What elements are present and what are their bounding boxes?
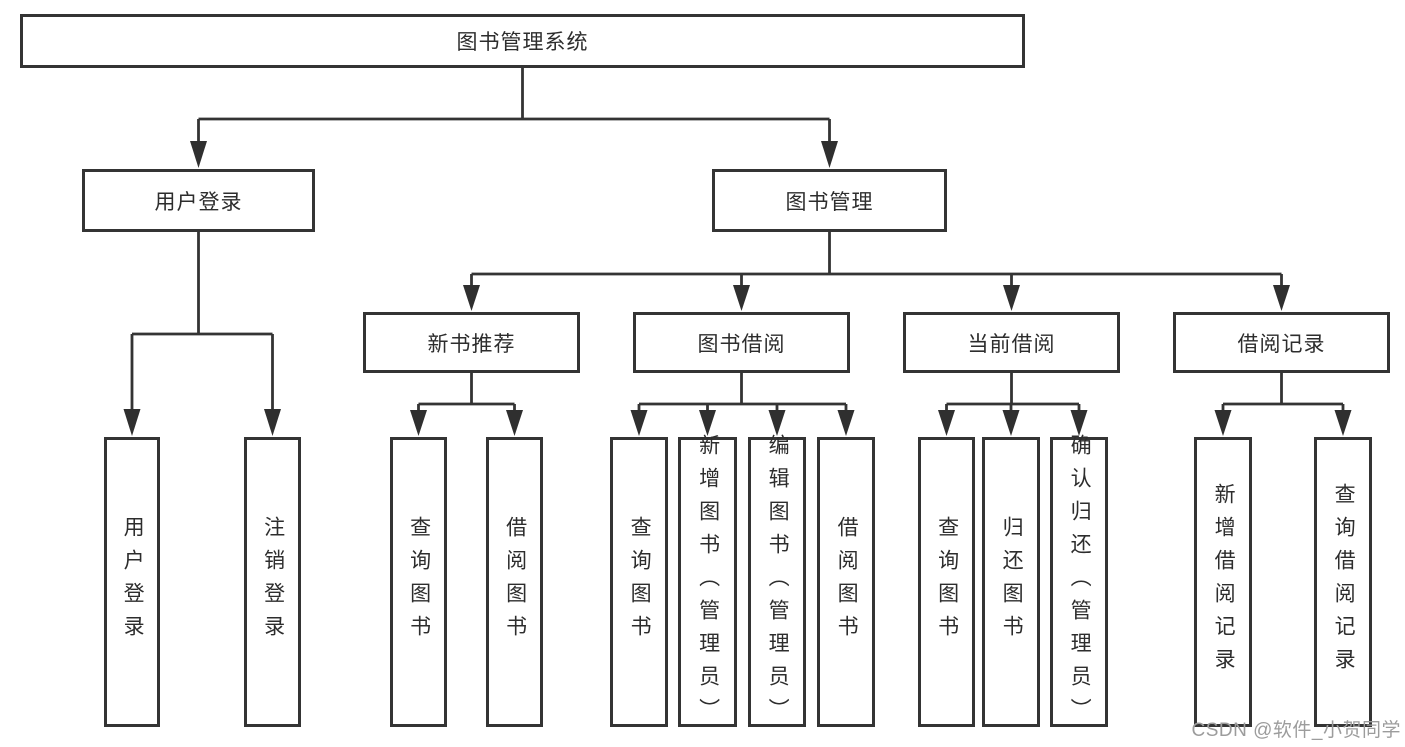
- leaf-add-borrow-record-label: 新增借阅记录: [1212, 483, 1236, 681]
- leaf-query-borrow-record-label: 查询借阅记录: [1332, 483, 1356, 681]
- leaf-return-books: 归还图书: [982, 437, 1040, 727]
- node-user-login: 用户登录: [82, 169, 315, 232]
- connector-book-borrowing-to-leaves: [630, 373, 855, 436]
- leaf-add-book-admin: 新增图书（管理员）: [678, 434, 737, 731]
- connector-root-to-level2: [190, 68, 838, 168]
- leaf-logout-login-label: 注销登录: [261, 516, 285, 648]
- node-current-borrowing-label: 当前借阅: [967, 332, 1056, 356]
- node-book-management-label: 图书管理: [785, 190, 874, 214]
- connector-new-book-recommend-to-leaves: [410, 373, 523, 436]
- node-book-borrowing: 图书借阅: [633, 312, 850, 373]
- leaf-logout-login: 注销登录: [244, 437, 301, 727]
- leaf-confirm-return-admin: 确认归还（管理员）: [1050, 434, 1108, 731]
- leaf-borrow-books-1-label: 借阅图书: [503, 516, 527, 648]
- connector-user-login-to-leaves: [123, 232, 281, 436]
- node-borrowing-records-label: 借阅记录: [1237, 332, 1326, 356]
- leaf-query-books-3-label: 查询图书: [935, 516, 959, 648]
- leaf-query-borrow-record: 查询借阅记录: [1314, 437, 1372, 727]
- leaf-borrow-books-1: 借阅图书: [486, 437, 543, 727]
- node-borrowing-records: 借阅记录: [1173, 312, 1390, 373]
- leaf-borrow-books-2-label: 借阅图书: [835, 516, 859, 648]
- node-user-login-label: 用户登录: [154, 190, 243, 214]
- leaf-add-book-admin-label: 新增图书（管理员）: [696, 433, 720, 731]
- connector-current-borrowing-to-leaves: [938, 373, 1088, 436]
- leaf-query-books-3: 查询图书: [918, 437, 975, 727]
- node-new-book-recommend: 新书推荐: [363, 312, 580, 373]
- node-root: 图书管理系统: [20, 14, 1025, 68]
- node-current-borrowing: 当前借阅: [903, 312, 1120, 373]
- leaf-return-books-label: 归还图书: [1000, 516, 1024, 648]
- connector-book-management-to-level3: [463, 232, 1290, 311]
- leaf-query-books-2: 查询图书: [610, 437, 668, 727]
- node-book-management: 图书管理: [712, 169, 947, 232]
- connector-borrowing-records-to-leaves: [1214, 373, 1352, 436]
- watermark: CSDN @软件_小贺同学: [1191, 720, 1401, 741]
- node-new-book-recommend-label: 新书推荐: [427, 332, 516, 356]
- node-root-label: 图书管理系统: [456, 31, 589, 54]
- node-book-borrowing-label: 图书借阅: [697, 332, 786, 356]
- leaf-query-books-1-label: 查询图书: [407, 516, 431, 648]
- leaf-edit-book-admin-label: 编辑图书（管理员）: [766, 433, 790, 731]
- leaf-query-books-1: 查询图书: [390, 437, 447, 727]
- leaf-borrow-books-2: 借阅图书: [817, 437, 875, 727]
- leaf-user-login-label: 用户登录: [121, 516, 145, 648]
- leaf-query-books-2-label: 查询图书: [628, 516, 652, 648]
- leaf-confirm-return-admin-label: 确认归还（管理员）: [1068, 433, 1092, 731]
- leaf-edit-book-admin: 编辑图书（管理员）: [748, 434, 806, 731]
- leaf-user-login: 用户登录: [104, 437, 160, 727]
- leaf-add-borrow-record: 新增借阅记录: [1194, 437, 1252, 727]
